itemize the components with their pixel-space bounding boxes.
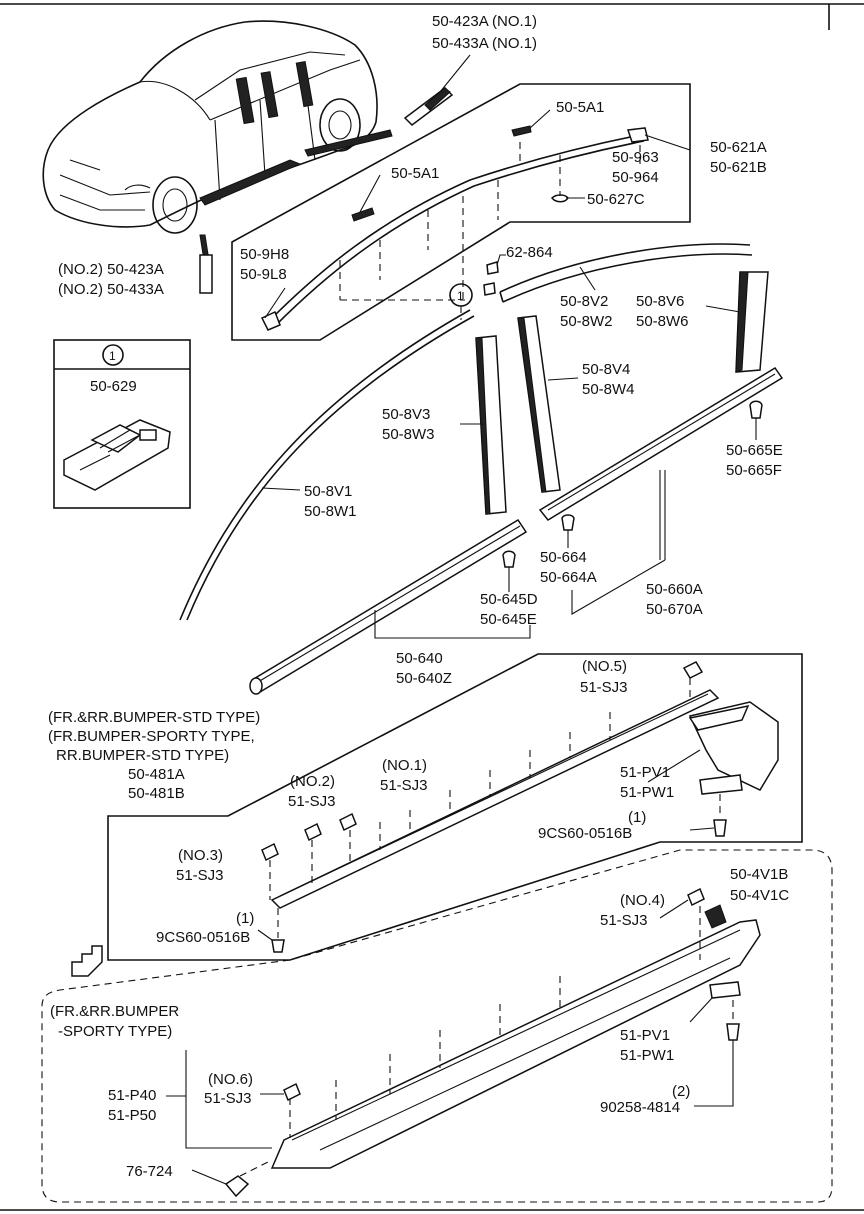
part-50-8v6 <box>735 271 769 373</box>
label-no5-51-sj3: 51-SJ3 <box>580 679 628 696</box>
label-no2-50-423a: (NO.2) 50-423A <box>58 261 164 278</box>
label-50-433a-no1-line2: 50-433A (NO.1) <box>432 35 537 52</box>
part-50-8v1 <box>179 309 475 621</box>
label-no5: (NO.5) <box>582 658 627 675</box>
part-50-423a-no1 <box>403 54 471 126</box>
label-50-9l8: 50-9L8 <box>240 266 287 283</box>
label-50-4v1b: 50-4V1B <box>730 866 788 883</box>
label-no2-50-433a: (NO.2) 50-433A <box>58 281 164 298</box>
label-50-670a: 50-670A <box>646 601 703 618</box>
label-no1: (NO.1) <box>382 757 427 774</box>
label-50-660a: 50-660A <box>646 581 703 598</box>
label-50-8w1: 50-8W1 <box>304 503 357 520</box>
label-51-p40: 51-P40 <box>108 1087 156 1104</box>
label-50-8v6: 50-8V6 <box>636 293 684 310</box>
label-bolt-qty-b: (1) <box>236 910 254 927</box>
label-76-724: 76-724 <box>126 1163 173 1180</box>
part-50-8v2 <box>499 243 753 303</box>
label-51-pw1-sporty: 51-PW1 <box>620 1047 674 1064</box>
label-50-645d: 50-645D <box>480 591 538 608</box>
label-no6-51-sj3: 51-SJ3 <box>204 1090 252 1107</box>
label-62-864: 62-864 <box>506 244 553 261</box>
part-62-864 <box>483 254 506 296</box>
label-51-p50: 51-P50 <box>108 1107 156 1124</box>
label-50-640: 50-640 <box>396 650 443 667</box>
part-50-660a <box>538 366 784 615</box>
label-bolt-qty-a: (1) <box>628 809 646 826</box>
label-50-621b: 50-621B <box>710 159 767 176</box>
label-50-4v1c: 50-4V1C <box>730 887 789 904</box>
part-50-423a-no2 <box>199 254 213 294</box>
label-50-8v2: 50-8V2 <box>560 293 608 310</box>
label-50-8w6: 50-8W6 <box>636 313 689 330</box>
label-50-640z: 50-640Z <box>396 670 452 687</box>
label-no4: (NO.4) <box>620 892 665 909</box>
label-no4-51-sj3: 51-SJ3 <box>600 912 648 929</box>
part-51-p40-sporty <box>166 887 761 1198</box>
label-51-pw1-std: 51-PW1 <box>620 784 674 801</box>
part-50-8v4 <box>517 315 561 493</box>
label-50-5a1-top: 50-5A1 <box>556 99 604 116</box>
label-90258-qty: (2) <box>672 1083 690 1100</box>
label-std-note-3: RR.BUMPER-STD TYPE) <box>56 747 229 764</box>
label-sporty-note-2: -SPORTY TYPE) <box>58 1023 172 1040</box>
label-50-665f: 50-665F <box>726 462 782 479</box>
label-no3-51-sj3: 51-SJ3 <box>176 867 224 884</box>
label-no2: (NO.2) <box>290 773 335 790</box>
label-50-8w3: 50-8W3 <box>382 426 435 443</box>
label-51-pv1-std: 51-PV1 <box>620 764 670 781</box>
inset-box-50-629: 1 <box>53 339 191 509</box>
label-50-621a: 50-621A <box>710 139 767 156</box>
label-50-627c: 50-627C <box>587 191 645 208</box>
label-50-645e: 50-645E <box>480 611 537 628</box>
label-50-665e: 50-665E <box>726 442 783 459</box>
label-50-423a-no1-line1: 50-423A (NO.1) <box>432 13 537 30</box>
window-molding-strip <box>260 109 691 331</box>
label-50-481b: 50-481B <box>128 785 185 802</box>
label-50-8v4: 50-8V4 <box>582 361 630 378</box>
std-sill-callout-box <box>107 653 803 961</box>
label-50-8v1: 50-8V1 <box>304 483 352 500</box>
label-90258-4814: 90258-4814 <box>600 1099 680 1116</box>
inset-circle-text: 1 <box>109 349 116 363</box>
label-50-963: 50-963 <box>612 149 659 166</box>
label-51-pv1-sporty: 51-PV1 <box>620 1027 670 1044</box>
label-9cs60-b: 9CS60-0516B <box>156 929 250 946</box>
label-no3: (NO.3) <box>178 847 223 864</box>
label-50-664a: 50-664A <box>540 569 597 586</box>
label-std-note-2: (FR.BUMPER-SPORTY TYPE, <box>48 728 255 745</box>
label-sporty-note-1: (FR.&RR.BUMPER <box>50 1003 179 1020</box>
label-50-8w2: 50-8W2 <box>560 313 613 330</box>
circle-ref-1: 1 <box>449 283 473 320</box>
circle-ref-1-text: 1 <box>457 289 464 303</box>
label-50-481a: 50-481A <box>128 766 185 783</box>
label-50-629: 50-629 <box>90 378 137 395</box>
label-50-9h8: 50-9H8 <box>240 246 289 263</box>
part-50-640 <box>249 518 531 695</box>
part-50-8v3 <box>475 335 507 515</box>
label-9cs60-a: 9CS60-0516B <box>538 825 632 842</box>
label-std-note-1: (FR.&RR.BUMPER-STD TYPE) <box>48 709 260 726</box>
label-50-8w4: 50-8W4 <box>582 381 635 398</box>
label-50-8v3: 50-8V3 <box>382 406 430 423</box>
label-50-664: 50-664 <box>540 549 587 566</box>
label-no2-51-sj3: 51-SJ3 <box>288 793 336 810</box>
front-direction-icon <box>71 945 103 977</box>
sporty-sill-callout-box <box>41 849 833 1203</box>
window-molding-callout-box <box>231 83 691 341</box>
label-no1-51-sj3: 51-SJ3 <box>380 777 428 794</box>
label-50-964: 50-964 <box>612 169 659 186</box>
part-50-481a-std <box>257 661 779 953</box>
label-50-5a1-mid: 50-5A1 <box>391 165 439 182</box>
label-no6: (NO.6) <box>208 1071 253 1088</box>
car-illustration <box>42 20 393 281</box>
